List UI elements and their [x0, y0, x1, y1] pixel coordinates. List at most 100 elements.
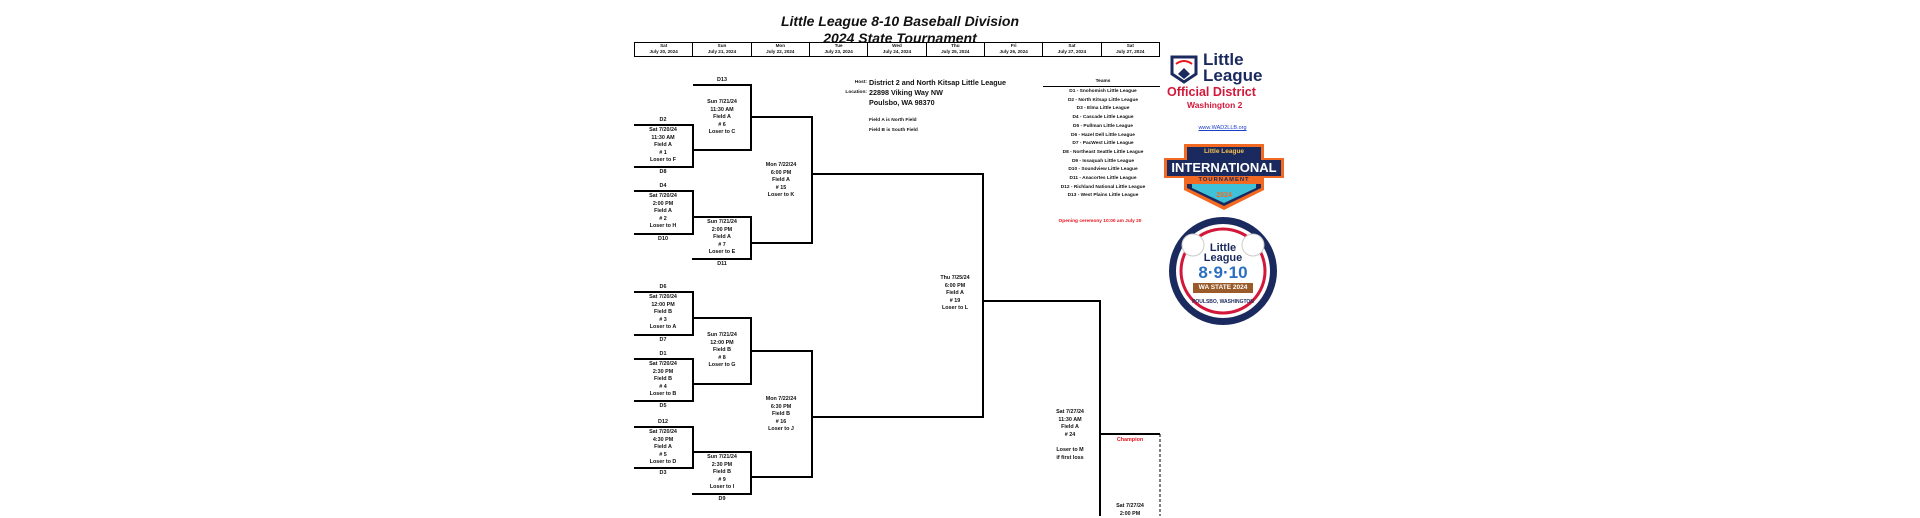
international-tournament-logo: Little League INTERNATIONAL TOURNAMENT 2…	[1162, 140, 1286, 212]
day-label: Sun	[717, 43, 727, 48]
game-detail: # 3	[659, 316, 667, 323]
game-detail: Field A	[654, 142, 672, 149]
logo-text: League	[1203, 66, 1263, 85]
game-detail: 2:30 PM	[711, 461, 733, 468]
seed-label: D5	[659, 403, 667, 409]
game-detail: Field A	[654, 208, 672, 215]
game-detail: # 1	[659, 149, 667, 156]
team-list-item: D9 - Issaquah Little League	[1071, 158, 1135, 164]
game-detail: 2:30 PM	[652, 368, 674, 375]
logo-text: 8·9·10	[1198, 263, 1248, 282]
game-detail: Field A	[946, 290, 964, 297]
game-detail: Field A	[772, 177, 790, 184]
game-detail: # 16	[775, 418, 787, 425]
game-detail: Loser to I	[709, 484, 735, 491]
website-link[interactable]: www.WAD2LLB.org	[1198, 125, 1247, 131]
game-detail: 4:30 PM	[652, 436, 674, 443]
game-detail: Loser to G	[708, 362, 736, 369]
seed-label: D6	[659, 284, 667, 290]
seed-label: D8	[659, 169, 667, 175]
opening-ceremony-note: Opening ceremony 10:00 am July 20	[1058, 219, 1142, 224]
team-list-item: D1 - Snohomish Little League	[1069, 89, 1137, 94]
game-detail: Sun 7/21/24	[707, 332, 737, 338]
game-detail: Loser to K	[767, 192, 795, 199]
game-detail: # 8	[718, 354, 726, 361]
game-detail: 11:30 AM	[651, 134, 675, 141]
day-label: Thu	[951, 43, 960, 48]
game-detail: # 24	[1064, 431, 1076, 438]
seed-label: D2	[659, 117, 667, 123]
team-list-item: D7 - PacWest Little League	[1072, 141, 1134, 147]
game-detail: Field A	[713, 114, 731, 121]
teams-divider	[1043, 86, 1160, 87]
champion-label: Champion	[1116, 437, 1144, 443]
logo-text: League	[1203, 252, 1243, 264]
date-label: July 20, 2024	[649, 49, 678, 55]
seed-label: D7	[659, 337, 667, 343]
seed-label: D13	[717, 77, 727, 83]
game-detail: Loser to H	[649, 223, 677, 230]
field-note: Field B is South Field	[869, 128, 918, 133]
date-label: July 21, 2024	[707, 49, 737, 55]
game-detail: 2:00 PM	[711, 226, 733, 233]
game-detail: Mon 7/22/24	[765, 396, 797, 402]
game-detail: Mon 7/22/24	[765, 162, 797, 168]
team-list-item: D3 - Elma Little League	[1076, 106, 1130, 112]
team-list-item: D8 - Northeast Seattle Little League	[1062, 149, 1144, 155]
game-detail: # 6	[718, 121, 726, 128]
game-detail: Sat 7/20/24	[649, 361, 677, 367]
game-detail: Field A	[654, 444, 672, 451]
game-detail: 2:00 PM	[1119, 510, 1141, 517]
location-line2: Poulsbo, WA 98370	[869, 98, 935, 107]
game-detail: # 19	[949, 297, 961, 304]
game-detail: Loser to J	[768, 426, 794, 433]
day-label: Sat	[1126, 43, 1134, 48]
game-detail: Sat 7/27/24	[1116, 503, 1144, 509]
day-label: Wed	[892, 43, 902, 48]
game-detail: Sat 7/20/24	[649, 429, 677, 435]
game-detail: 6:00 PM	[944, 282, 966, 289]
team-list-item: D12 - Richland National Little League	[1060, 184, 1146, 190]
day-label: Mon	[775, 43, 786, 48]
field-note: Field A is North Field	[869, 118, 917, 123]
logo-text: Little League	[1203, 148, 1245, 155]
location-line1: 22898 Viking Way NW	[869, 88, 943, 97]
game-detail: Loser to M	[1056, 446, 1084, 453]
date-label: July 22, 2024	[766, 49, 795, 55]
game-detail: Field B	[713, 347, 731, 354]
game-detail: Thu 7/25/24	[940, 275, 970, 281]
location-label: Location:	[845, 90, 867, 95]
game-detail: Sun 7/21/24	[707, 219, 737, 225]
game-detail: Loser to C	[708, 129, 736, 136]
little-league-keystone-icon	[1170, 55, 1198, 84]
game-detail: 12:00 PM	[651, 301, 675, 308]
team-list-item: D2 - North Kitsap Little League	[1067, 97, 1139, 103]
game-detail: Field B	[713, 469, 731, 476]
game-detail: Sat 7/20/24	[649, 193, 677, 199]
wa-state-8-9-10-logo: Little League 8·9·10 WA STATE 2024 POULS…	[1167, 215, 1279, 327]
logo-text: 2024	[1216, 192, 1232, 199]
game-detail: 11:30 AM	[1058, 416, 1082, 423]
game-detail: 2:00 PM	[652, 200, 674, 207]
game-detail: # 15	[775, 184, 787, 191]
team-list-item: D11 - Anacortes Little League	[1069, 176, 1137, 181]
logo-text: WA STATE 2024	[1198, 284, 1248, 291]
game-detail: Loser to B	[649, 391, 677, 398]
game-detail: Field B	[654, 309, 672, 316]
game-detail: Sat 7/20/24	[649, 127, 677, 133]
teams-header: Teams	[1095, 79, 1111, 84]
game-detail: Sun 7/21/24	[707, 99, 737, 105]
game-detail: Loser to A	[649, 324, 677, 331]
